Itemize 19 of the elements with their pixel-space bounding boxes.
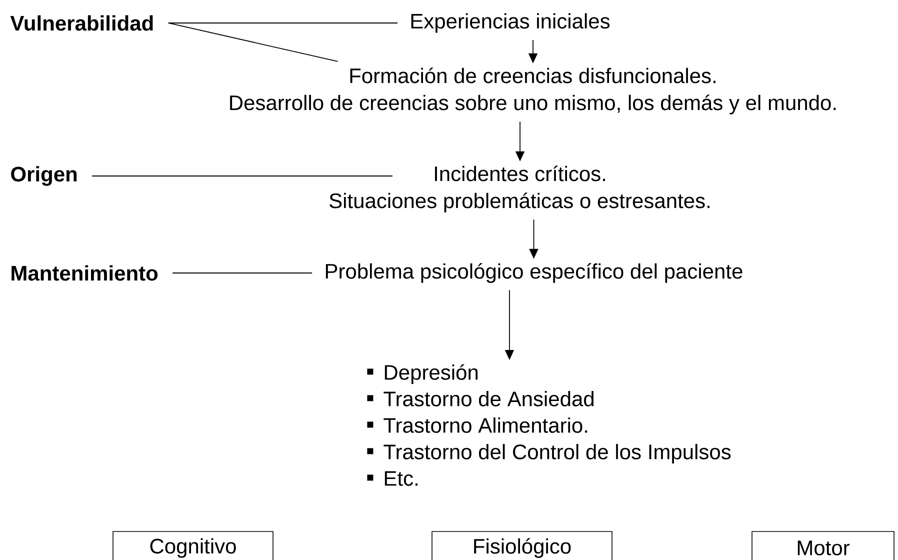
flow-text: Incidentes críticos. Situaciones problemáticas o estresantes. <box>330 166 710 212</box>
connector-line <box>168 22 398 24</box>
category-box: Fisiológico <box>432 531 612 560</box>
flow-text: Formación de creencias disfuncionales. Desarrollo de creencias sobre uno mismo, los demás y el mundo. <box>230 68 836 114</box>
stage-label: Origen <box>11 166 77 186</box>
stage-label: Vulnerabilidad <box>10 15 153 31</box>
node-label: Etc. <box>384 471 418 486</box>
node-label: Depresión <box>384 364 478 384</box>
bullet-list: Depresión Trastorno de Ansiedad Trastorno Alimentario. Trastorno del Control de los Impulsos Etc. <box>367 364 731 486</box>
category-box: Cognitivo <box>112 531 274 560</box>
flow-text: Problema psicológico específico del paciente <box>326 263 742 283</box>
node-label: Trastorno de Ansiedad <box>384 390 594 406</box>
flow-text: Experiencias iniciales <box>411 13 610 33</box>
connector-line <box>168 22 338 62</box>
node-label: Trastorno Alimentario. <box>384 417 588 433</box>
stage-label: Mantenimiento <box>12 265 158 281</box>
category-box: Motor <box>752 531 894 560</box>
node-label: Trastorno del Control de los Impulsos <box>384 444 731 464</box>
connector-line <box>172 272 312 274</box>
